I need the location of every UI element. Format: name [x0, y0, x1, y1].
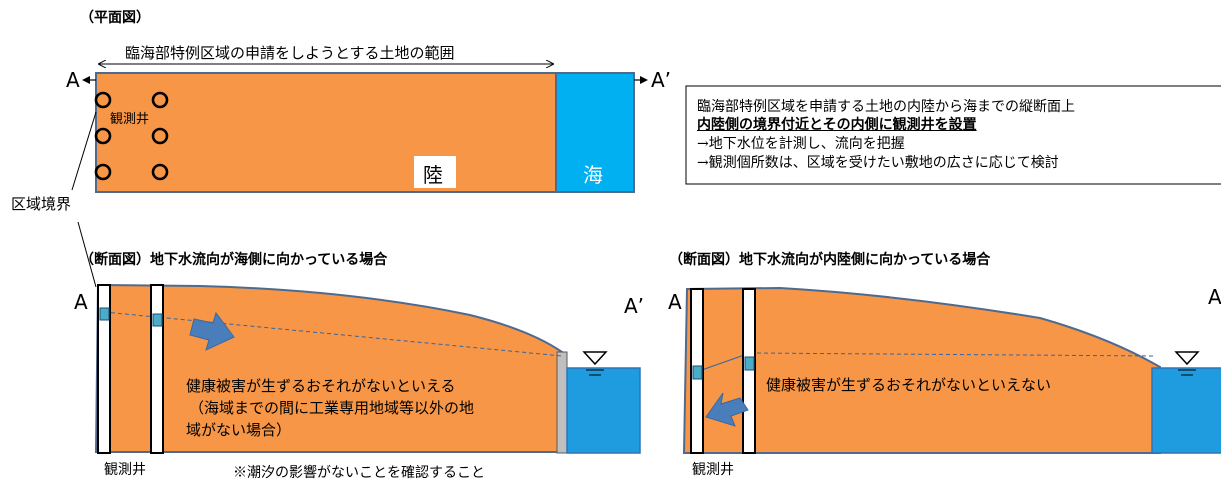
section-sea-well-label: 観測井	[104, 462, 146, 478]
observation-well-pipe	[97, 284, 111, 454]
plan-well-circle	[94, 91, 112, 109]
section-sea-label-a-prime: A’	[624, 294, 645, 318]
section-inland-land	[682, 286, 1161, 454]
section-inland-label-a-prime: A	[1208, 285, 1221, 309]
boundary-label: 区域境界	[11, 195, 72, 213]
section-sea-result-2: （海域までの間に工業専用地域等以外の地	[189, 399, 475, 417]
plan-label-a: A	[66, 68, 80, 92]
section-sea-water	[566, 367, 641, 454]
section-sea-graphic	[94, 283, 641, 454]
plan-well-circle	[151, 127, 169, 145]
water-level-marker	[582, 351, 608, 366]
section-inland-heading: （断面図）地下水流向が内陸側に向かっている場合	[669, 252, 991, 268]
section-sea-label-a: A	[74, 290, 88, 314]
groundwater-table-line	[695, 352, 751, 373]
section-inland-well-label: 観測井	[692, 462, 734, 478]
range-label: 臨海部特例区域の申請をしようとする土地の範囲	[125, 44, 455, 62]
plan-land-area	[95, 72, 557, 193]
plan-well-circle	[94, 163, 112, 181]
section-sea-result-3: 域がない場合）	[186, 421, 292, 439]
a-arrow-left-head	[82, 76, 90, 84]
plan-view	[71, 64, 648, 288]
section-sea-heading: （断面図）地下水流向が海側に向かっている場合	[80, 252, 388, 268]
a-prime-arrow-right-head	[640, 76, 648, 84]
section-inland-label-a: A	[668, 290, 682, 314]
boundary-leader-line	[77, 221, 97, 288]
seawall	[556, 351, 568, 454]
well-water-level	[692, 365, 703, 380]
section-sea-land	[94, 283, 563, 453]
note-line-2: 内陸側の境界付近とその内側に観測井を設置	[697, 117, 977, 133]
plan-well-circle	[151, 91, 169, 109]
plan-well-circle	[151, 163, 169, 181]
note-line-3: →地下水位を計測し、流向を把握	[697, 136, 905, 152]
note-line-4: →観測個所数は、区域を受けたい敷地の広さに応じて検討	[697, 155, 1059, 171]
flow-arrow-icon	[705, 392, 749, 427]
groundwater-table-line	[749, 352, 1156, 357]
plan-well-label: 観測井	[110, 112, 150, 127]
well-water-level	[99, 307, 110, 321]
tidal-footnote: ※潮汐の影響がないことを確認すること	[233, 465, 485, 481]
observation-well-pipe	[150, 284, 164, 454]
plan-heading: （平面図）	[80, 10, 150, 26]
plan-label-a-prime: A’	[651, 68, 672, 92]
plan-well-circle	[94, 127, 112, 145]
plan-sea-area	[555, 72, 635, 193]
note-box	[685, 85, 1221, 185]
section-inland-result: 健康被害が生ずるおそれがないといえない	[766, 376, 1052, 394]
water-level-marker	[1174, 351, 1200, 366]
observation-well-pipe	[742, 288, 756, 454]
section-inland-water	[1151, 367, 1221, 454]
section-sea-result-1: 健康被害が生ずるおそれがないといえる	[186, 377, 456, 395]
sea-label: 海	[583, 163, 603, 187]
section-inland-graphic	[682, 286, 1221, 454]
note-line-1: 臨海部特例区域を申請する土地の内陸から海までの縦断面上	[697, 99, 1075, 115]
well-water-level	[744, 356, 755, 371]
land-label-box	[414, 156, 456, 188]
flow-arrow-icon	[189, 311, 235, 351]
boundary-leader-line	[71, 111, 97, 191]
land-label: 陸	[423, 163, 443, 187]
well-water-level	[152, 313, 163, 327]
